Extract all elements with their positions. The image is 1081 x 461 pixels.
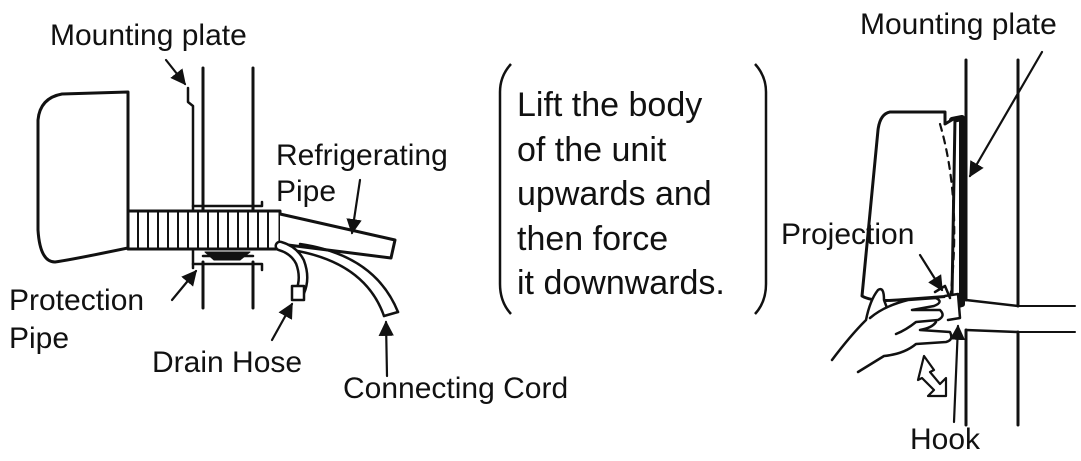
indoor-unit-body <box>36 90 130 264</box>
unit-swing-dashed <box>938 122 956 302</box>
leader-mounting-plate <box>164 58 187 86</box>
label-refrigerating-line1: Refrigerating <box>276 139 448 172</box>
instruction-line-1: Lift the body <box>517 86 703 124</box>
right-bracket <box>754 63 768 315</box>
instruction-line-2: of the unit <box>517 131 667 169</box>
left-figure <box>36 58 400 378</box>
leader-refrigerating <box>346 178 362 235</box>
mounting-plate-left <box>186 86 195 270</box>
indoor-unit-side <box>860 110 957 302</box>
right-figure <box>830 50 1076 427</box>
leader-r-mounting <box>968 50 1044 178</box>
label-hook: Hook <box>910 423 981 456</box>
label-projection: Projection <box>781 218 915 251</box>
label-mounting-plate-left: Mounting plate <box>50 19 247 52</box>
leader-cord <box>378 320 394 378</box>
leader-drain <box>270 302 294 342</box>
hook-shape <box>943 292 962 322</box>
protection-pipe-shape <box>126 209 282 251</box>
hand-upper <box>868 296 944 336</box>
instruction-line-4: then force <box>517 220 669 258</box>
connecting-cord-shape <box>298 242 400 314</box>
leader-projection <box>918 253 944 292</box>
leader-hook <box>949 324 966 424</box>
refrigerating-pipe-shape <box>278 212 397 260</box>
label-protection-line2: Pipe <box>9 322 70 355</box>
label-connecting-cord: Connecting Cord <box>343 372 569 405</box>
label-mounting-plate-right: Mounting plate <box>860 8 1057 41</box>
instruction-brackets <box>498 63 768 315</box>
label-refrigerating-line2: Pipe <box>276 175 337 208</box>
leader-protection <box>170 269 198 302</box>
label-protection-line1: Protection <box>9 284 145 317</box>
instruction-line-3: upwards and <box>517 175 712 213</box>
left-bracket <box>498 63 512 315</box>
downward-arrow <box>916 354 948 398</box>
label-drain-hose: Drain Hose <box>152 346 303 379</box>
instruction-line-5: it downwards. <box>517 264 725 302</box>
wall-sleeve <box>191 200 264 272</box>
